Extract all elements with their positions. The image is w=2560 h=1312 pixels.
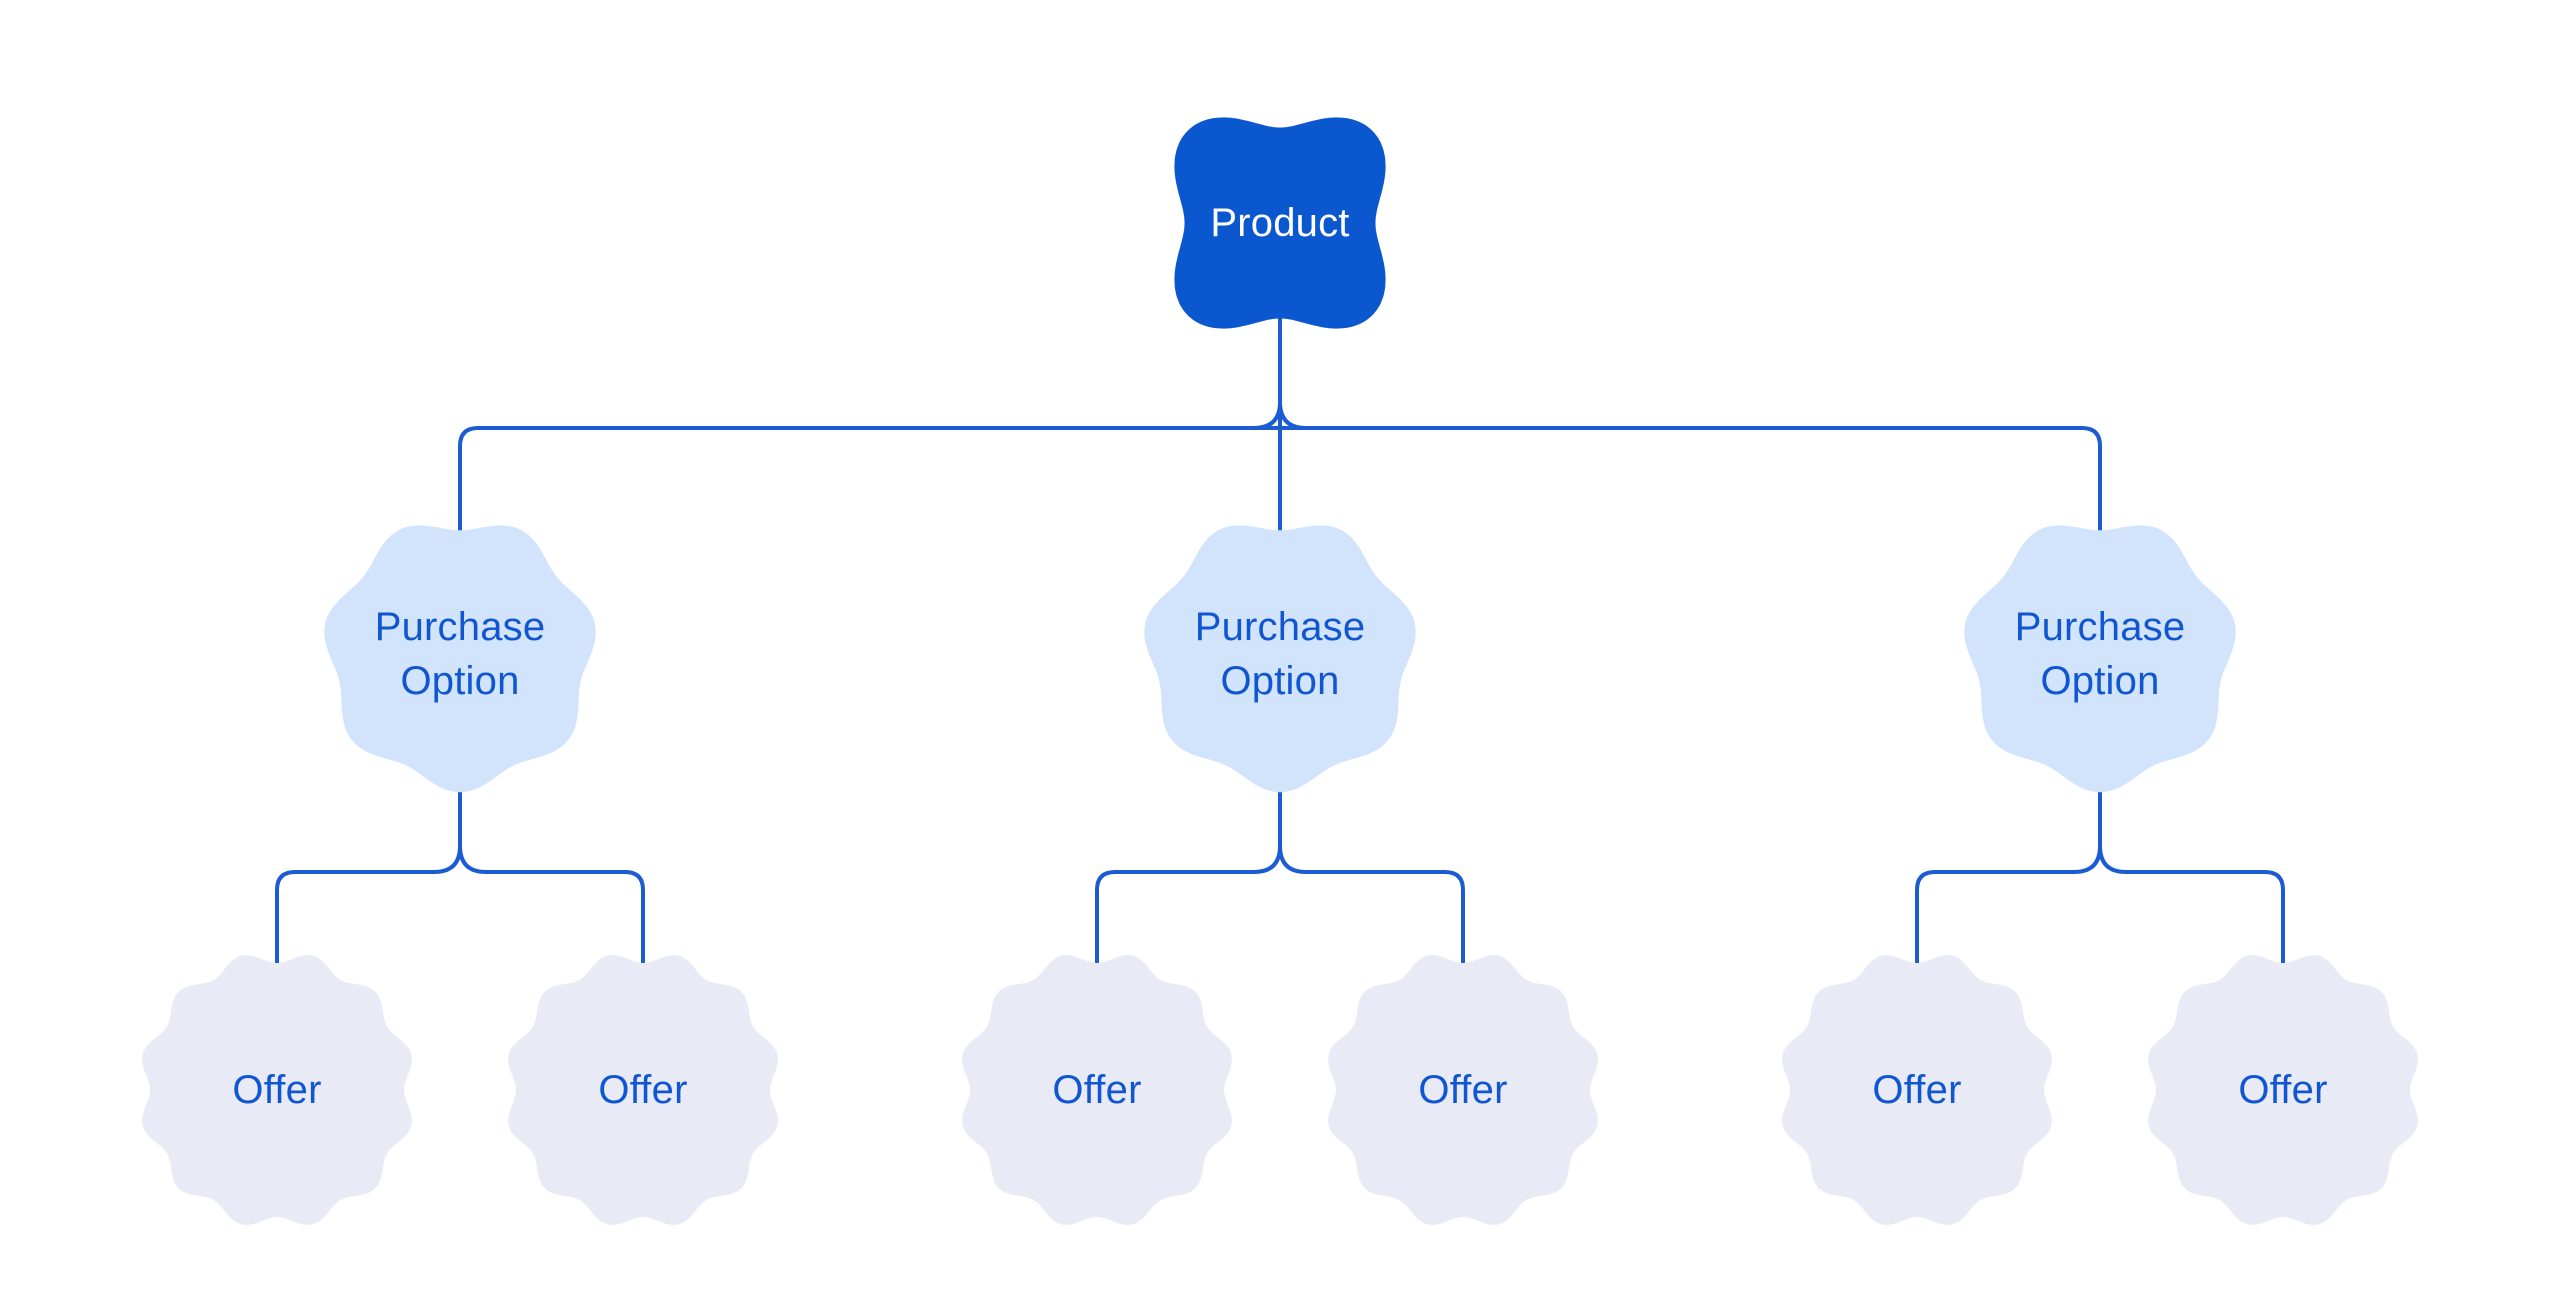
- offer-blob-icon: [508, 955, 778, 1225]
- purchase-option-node: Purchase Option: [1960, 514, 2240, 794]
- product-label: Product: [1210, 201, 1350, 245]
- offer-node: Offer: [957, 950, 1237, 1230]
- connector: [1278, 400, 1308, 430]
- offer-node: Offer: [1777, 950, 2057, 1230]
- connector: [458, 652, 645, 1092]
- offer-label: Offer: [1418, 1068, 1508, 1112]
- connector: [275, 652, 462, 1092]
- purchase-option-blob-icon: [1144, 525, 1416, 793]
- offer-label: Offer: [1872, 1068, 1962, 1112]
- purchase-option-label: Purchase Option: [2014, 605, 2186, 703]
- offer-node: Offer: [1323, 950, 1603, 1230]
- offer-node: Offer: [2143, 950, 2423, 1230]
- offer-blob-icon: [1328, 955, 1598, 1225]
- connector: [1915, 652, 2102, 1092]
- connector: [1278, 652, 1465, 1092]
- offer-label: Offer: [232, 1068, 322, 1112]
- product-node: Product: [1148, 91, 1412, 355]
- purchase-option-blob-icon: [1964, 525, 2236, 793]
- purchase-option-label: Purchase Option: [374, 605, 546, 703]
- offer-label: Offer: [2238, 1068, 2328, 1112]
- connector: [1278, 426, 2102, 656]
- purchase-option-node: Purchase Option: [1140, 514, 1420, 794]
- purchase-option-label: Purchase Option: [1194, 605, 1366, 703]
- purchase-option-blob-icon: [324, 525, 596, 793]
- purchase-option-node: Purchase Option: [320, 514, 600, 794]
- offer-blob-icon: [2148, 955, 2418, 1225]
- offer-blob-icon: [142, 955, 412, 1225]
- offer-label: Offer: [598, 1068, 688, 1112]
- offer-node: Offer: [137, 950, 417, 1230]
- product-blob-icon: [1174, 117, 1386, 329]
- offer-label: Offer: [1052, 1068, 1142, 1112]
- offer-node: Offer: [503, 950, 783, 1230]
- connector: [1252, 400, 1282, 430]
- connector: [458, 426, 1282, 656]
- connector: [2098, 652, 2285, 1092]
- offer-blob-icon: [1782, 955, 2052, 1225]
- offer-blob-icon: [962, 955, 1232, 1225]
- connector: [1095, 652, 1282, 1092]
